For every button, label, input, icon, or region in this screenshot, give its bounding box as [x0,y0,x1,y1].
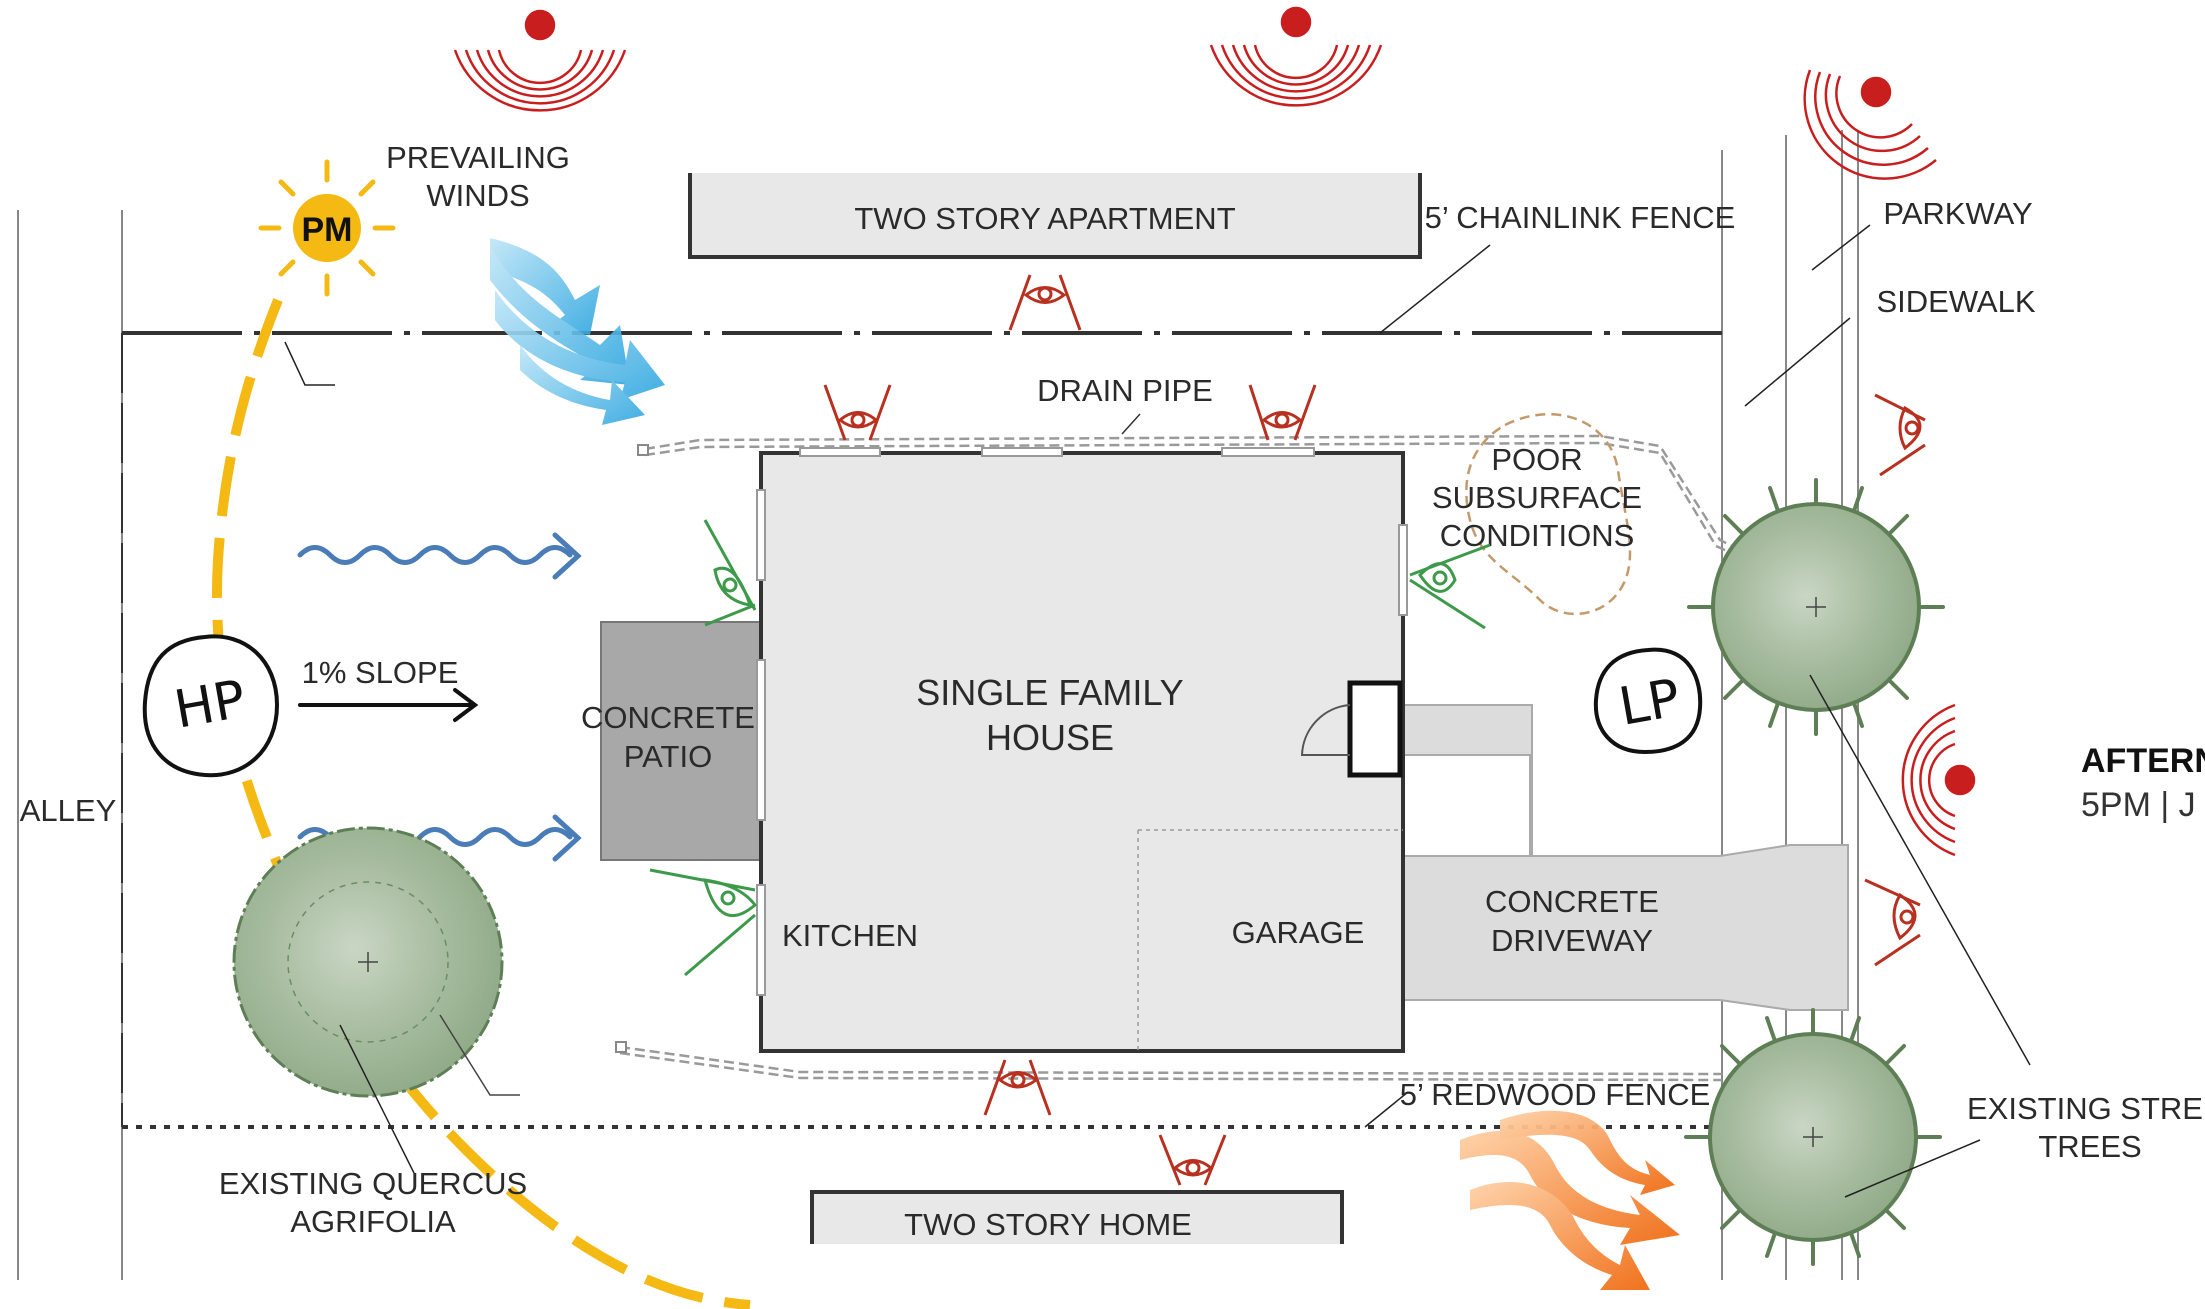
quercus-label-1: EXISTING QUERCUS [219,1166,527,1201]
view-icon-house-top-2 [1248,384,1317,441]
concrete-driveway [1401,704,1849,1011]
sun-path [211,298,751,1309]
noise-icon-right [1901,703,1976,857]
garage-label: GARAGE [1232,915,1365,950]
driveway-label-1: CONCRETE [1485,884,1659,919]
street-trees-label-1: EXISTING STREET [1967,1091,2205,1126]
patio-label-1: CONCRETE [581,700,755,735]
drain-outlet [615,1041,627,1053]
alley-label: ALLEY [20,793,117,828]
view-icon-house-bottom [983,1059,1052,1116]
view-icon-house-left-lower [649,868,758,977]
redwood-fence-label: 5’ REDWOOD FENCE [1400,1077,1711,1112]
view-icon-right-lower [1864,878,1921,967]
kitchen-label: KITCHEN [782,918,918,953]
two-story-home-label: TWO STORY HOME [904,1207,1192,1242]
two-story-apartment [688,173,1422,259]
chainlink-fence-label: 5’ CHAINLINK FENCE [1425,200,1736,235]
street-trees-label-2: TREES [2038,1129,2141,1164]
sidewalk-label: SIDEWALK [1876,284,2035,319]
view-icon-bottom-fence [1158,1134,1227,1186]
noise-icon-top-center [1209,6,1383,107]
high-point-label: HP [170,669,250,740]
leader-lines [284,224,2031,1198]
sun-pm-label: PM [302,211,353,249]
poor-subsurface-label-3: CONDITIONS [1440,518,1635,553]
two-story-apartment-label: TWO STORY APARTMENT [854,201,1235,236]
prevailing-winds-label-2: WINDS [426,178,529,213]
slope-arrow [298,688,479,722]
poor-subsurface-label-2: SUBSURFACE [1432,480,1642,515]
parkway-label: PARKWAY [1883,196,2032,231]
water-flow-arrow-upper [297,532,582,580]
noise-icon-top-right [1803,69,1937,180]
view-icon-top-fence [1008,274,1082,331]
hot-winds-icon [1460,1110,1680,1290]
drain-pipe-label: DRAIN PIPE [1037,373,1213,408]
driveway-label-2: DRIVEWAY [1491,923,1653,958]
two-story-home [810,1190,1344,1244]
lot-boundary [121,331,1722,1129]
view-icon-right-upper [1874,393,1926,477]
single-family-house [756,447,1408,1053]
view-icon-house-left-upper [703,519,757,627]
poor-subsurface-area [1465,413,1632,616]
drain-inlet [637,444,649,456]
concrete-patio [600,621,762,861]
tree-quercus-agrifolia [232,826,520,1098]
slope-label: 1% SLOPE [302,655,459,690]
prevailing-winds-icon [490,238,665,425]
street-tree-upper [1687,478,1945,736]
house-label-1: SINGLE FAMILY [916,672,1183,713]
low-point-marker [1593,647,1703,755]
prevailing-winds-label-1: PREVAILING [386,140,570,175]
street-tree-lower [1684,1008,1942,1266]
sun-icon [258,159,396,297]
drain-pipe-leader [1121,413,1141,435]
view-icon-house-right [1409,543,1491,630]
view-icon-house-top-1 [823,384,892,441]
drain-pipe [619,434,1761,1082]
low-point-label: LP [1615,668,1685,738]
high-point-marker [142,634,280,778]
house-label-2: HOUSE [986,717,1114,758]
quercus-label-2: AGRIFOLIA [290,1204,456,1239]
poor-subsurface-label-1: POOR [1491,442,1582,477]
diagram-subtitle: 5PM | J [2081,786,2196,824]
patio-label-2: PATIO [624,739,712,774]
noise-icon-top-left [453,9,627,112]
diagram-title: AFTERN [2081,742,2205,780]
